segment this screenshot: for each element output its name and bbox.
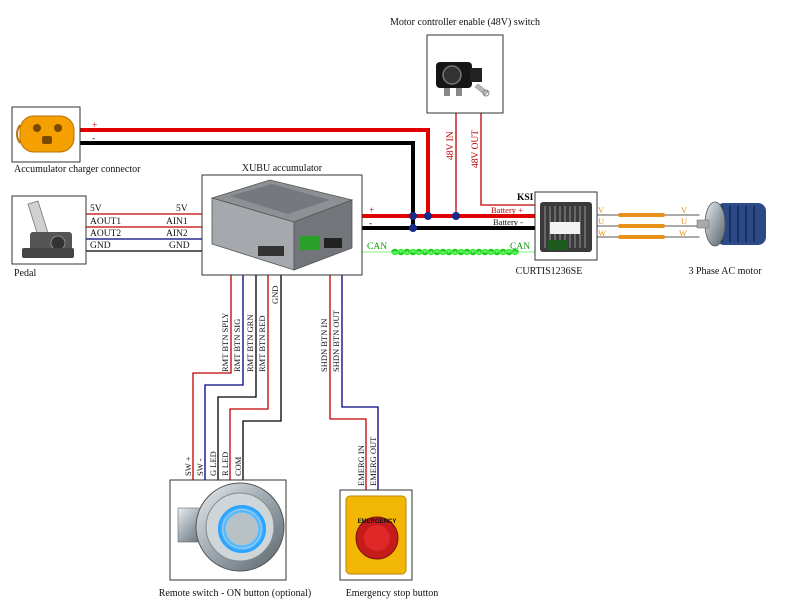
charger-connector [11,106,81,163]
junction-dot [452,212,460,220]
junction-dot [409,224,417,232]
estop-pin: EMERG OUT [368,436,378,486]
junction-dot [409,212,417,220]
accumulator-minus-pin: - [369,219,372,229]
remote-switch-label: Remote switch - ON button (optional) [159,588,311,599]
accumulator-bottom-pin: SHDN BTN OUT [331,309,341,372]
accumulator-left-pin: AIN2 [166,229,188,239]
accumulator-bottom-pin: RMT BTN RED [257,315,267,372]
remote-switch-pin: R LED [220,452,230,476]
switch-48v-out-wire [480,113,535,206]
controller-phase-pin: U [598,216,604,226]
pedal [11,195,87,265]
pedal-label: Pedal [14,268,36,279]
estop-wires [329,275,379,490]
junction-dot [424,212,432,220]
controller-can-pin: CAN [510,242,530,252]
accumulator-left-pin: GND [169,241,190,251]
motor-phase-pin: W [679,228,687,238]
controller-ksi-pin: KSI [517,193,534,203]
charger-plus-pin: + [92,121,97,131]
accumulator-label: XUBU accumulator [242,163,323,174]
controller-phase-pin: V [598,205,605,215]
remote-switch-pin: COM [233,456,243,476]
can-bus-wire [362,248,535,256]
pedal-wires [86,213,205,252]
pedal-pin: AOUT1 [90,217,121,227]
charger-positive-wire [80,128,430,216]
charger-minus-pin: - [92,134,95,144]
accumulator-bottom-pin: RMT BTN SIG [232,319,242,372]
controller [534,191,598,261]
charger-label: Accumulator charger connector [14,164,141,175]
motor-switch [426,34,504,114]
accumulator-bottom-pin: SHDN BTN IN [319,319,329,372]
estop-emergency-text: EMERGENCY [358,519,397,525]
pedal-pin: GND [90,241,111,251]
remote-switch [169,479,287,581]
controller-battery-plus-pin: Battery + [491,205,523,215]
motor [696,192,771,258]
motor-switch-label: Motor controller enable (48V) switch [390,17,540,28]
estop-pin: EMERG IN [356,445,366,486]
motor-phase-pin: V [681,205,688,215]
controller-label: CURTIS1236SE [516,266,583,277]
estop-label: Emergency stop button [346,588,439,599]
accumulator-left-pin: 5V [176,204,188,214]
motor-label: 3 Phase AC motor [688,266,762,277]
switch-in-label: 48V IN [446,131,456,160]
emergency-stop: EMERGENCY [339,489,413,581]
accumulator-bottom-pin: GND [270,286,280,304]
accumulator-can-pin: CAN [367,242,387,252]
accumulator-plus-pin: + [369,206,374,216]
remote-switch-pin: SW - [195,458,205,476]
phase-cables [595,213,710,239]
accumulator-bottom-pin: RMT BTN GRN [245,315,255,372]
controller-battery-minus-pin: Battery - [493,217,523,227]
controller-phase-pin: W [598,228,606,238]
pedal-pin: 5V [90,204,102,214]
remote-switch-pin: SW + [183,456,193,476]
motor-phase-pin: U [681,216,687,226]
pedal-pin: AOUT2 [90,229,121,239]
accumulator-bottom-pin: RMT BTN SPLY [220,313,230,372]
remote-switch-pin: G LED [208,451,218,476]
charger-negative-wire [80,141,415,228]
accumulator-left-pin: AIN1 [166,217,188,227]
remote-switch-wires [192,275,282,480]
accumulator [201,174,363,276]
power-wires [80,113,535,232]
switch-out-label: 48V OUT [471,130,481,168]
